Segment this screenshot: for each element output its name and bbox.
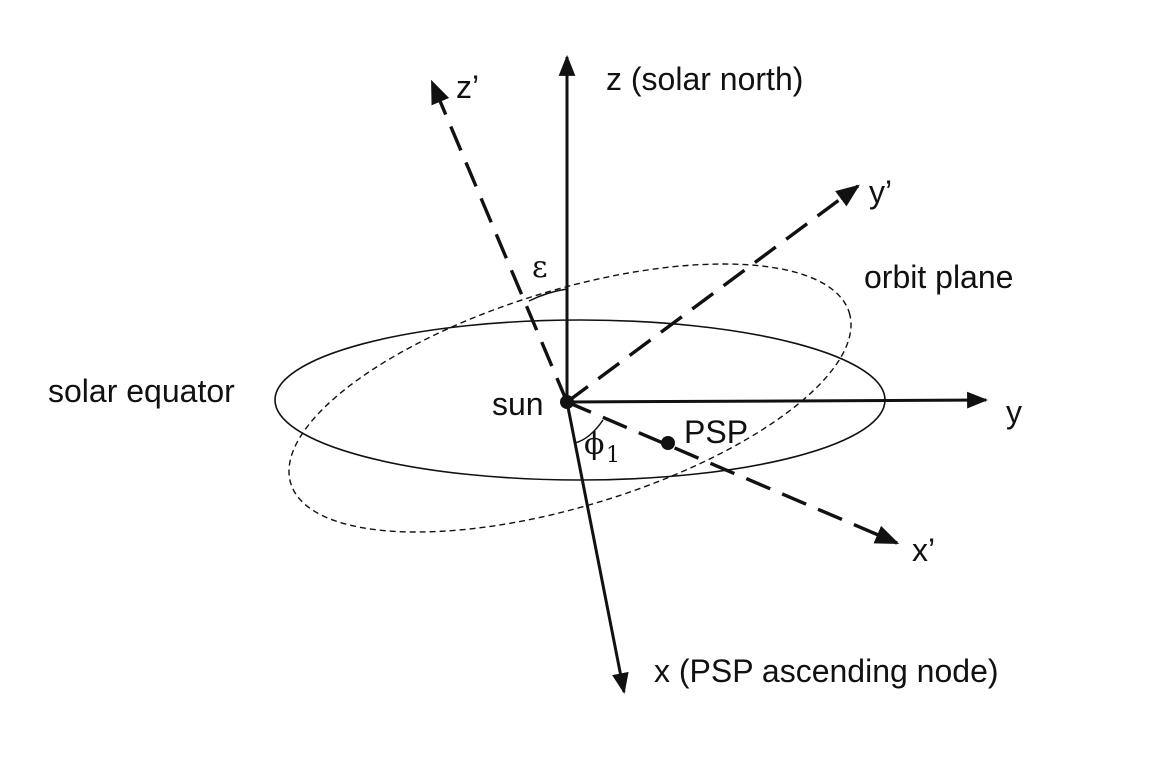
x-axis — [565, 401, 629, 695]
solar-equator-label: solar equator — [48, 373, 235, 409]
z-prime-axis — [430, 79, 569, 403]
z-prime-axis-label: z’ — [456, 69, 479, 105]
y-prime-axis-label: y’ — [869, 174, 892, 210]
x-prime-axis-label: x’ — [912, 532, 935, 568]
phi-angle-arc — [574, 419, 604, 444]
y-prime-axis — [565, 184, 860, 404]
z-axis-label: z (solar north) — [606, 61, 803, 97]
orbit-plane-label: orbit plane — [864, 259, 1013, 295]
sun-point — [560, 395, 574, 409]
psp-label: PSP — [684, 414, 748, 450]
epsilon-angle-arc — [528, 288, 568, 302]
y-axis-label: y — [1006, 394, 1022, 430]
psp-point — [661, 436, 675, 450]
x-axis-label: x (PSP ascending node) — [654, 653, 999, 689]
sun-label: sun — [492, 386, 544, 422]
phi-label: ϕ — [584, 427, 604, 462]
phi-subscript-label: 1 — [606, 443, 620, 468]
epsilon-label: ε — [532, 250, 548, 285]
y-axis — [566, 391, 989, 409]
orbit-plane-ellipse — [288, 263, 852, 533]
x-prime-axis — [566, 400, 900, 545]
